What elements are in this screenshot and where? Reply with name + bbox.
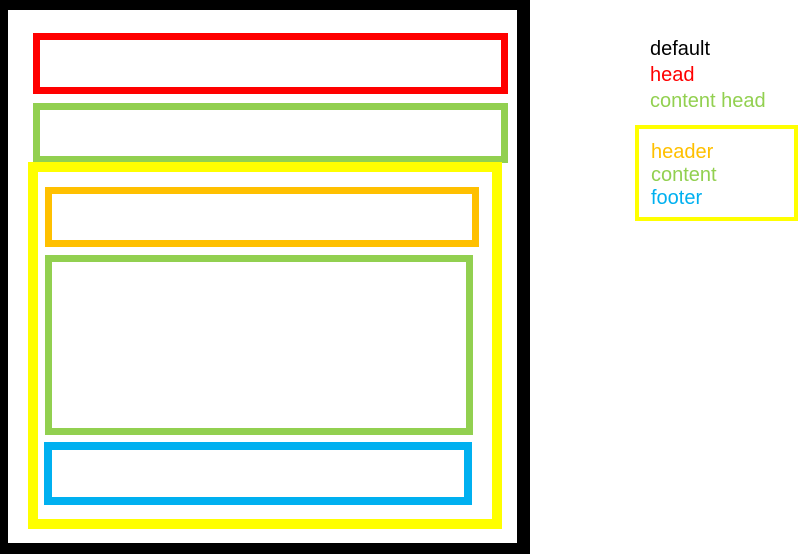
legend-label-head: head — [650, 64, 695, 86]
legend-plain-labels: default head content head — [650, 36, 766, 114]
legend-label-default: default — [650, 38, 711, 60]
legend-page-group-box: header content footer — [635, 125, 798, 221]
content-head-region-box — [33, 103, 508, 163]
head-region-box — [33, 33, 508, 94]
legend-label-header: header — [651, 141, 714, 163]
legend-label-content: content — [651, 164, 717, 186]
legend-label-content-head: content head — [650, 90, 766, 112]
header-region-box — [45, 187, 479, 247]
content-region-box — [45, 255, 473, 435]
footer-region-box — [44, 442, 472, 505]
legend-label-footer: footer — [651, 187, 703, 209]
